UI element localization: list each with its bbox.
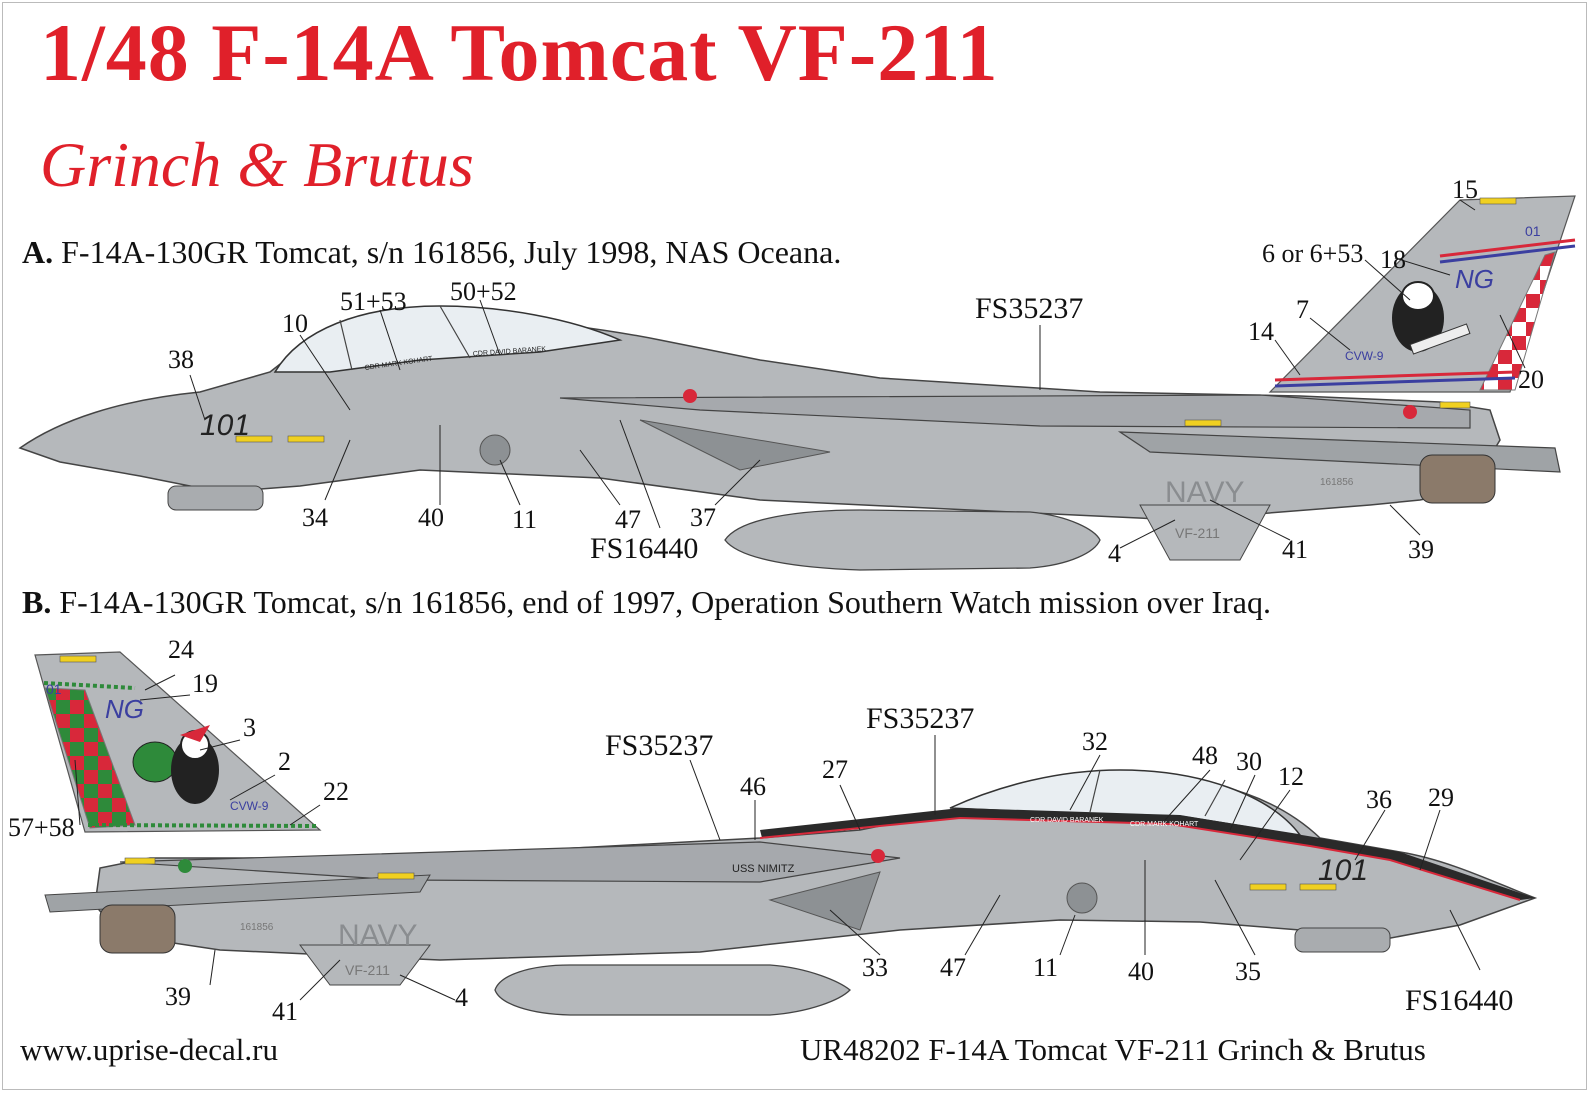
callout-number: 19 xyxy=(192,669,218,698)
color-callout: FS35237 xyxy=(866,702,974,735)
callout-number: 18 xyxy=(1380,245,1406,274)
callout-number: 7 xyxy=(1296,295,1309,324)
drop-tank-b xyxy=(494,964,851,1016)
navy-b: NAVY xyxy=(338,919,417,952)
national-insignia-a xyxy=(479,434,511,466)
drop-tank-a xyxy=(724,509,1101,571)
caption-a: A. F-14A-130GR Tomcat, s/n 161856, July … xyxy=(22,234,841,271)
brutus-emblem xyxy=(1392,281,1471,355)
wing-a xyxy=(559,394,1471,429)
callout-number: 24 xyxy=(168,635,194,664)
callout-number: 47 xyxy=(940,953,966,982)
callout-number: 20 xyxy=(1518,365,1544,394)
aircraft-b: NG 01 CVW-9 101 NAVY VF-21 xyxy=(34,651,1538,1016)
tail-modex-b: 01 xyxy=(46,681,62,697)
squadron-b: VF-211 xyxy=(345,962,390,978)
callout-number: 10 xyxy=(282,309,308,338)
callout-number: 27 xyxy=(822,755,848,784)
callout-number: 35 xyxy=(1235,957,1261,986)
color-callout: FS16440 xyxy=(590,532,698,565)
callout-number: 40 xyxy=(1128,957,1154,986)
callout-number: 32 xyxy=(1082,727,1108,756)
squadron-a: VF-211 xyxy=(1175,525,1220,541)
callout-number: 30 xyxy=(1236,747,1262,776)
callouts-a: 15 18 6 or 6+53 7 14 20 FS35237 51+53 50… xyxy=(168,175,1544,568)
canopy-b xyxy=(949,769,1302,837)
grinch-emblem xyxy=(132,725,219,804)
color-callout: FS35237 xyxy=(605,729,713,762)
callout-number: 47 xyxy=(615,505,641,534)
serial-b: 161856 xyxy=(240,922,274,933)
national-insignia-b xyxy=(1066,882,1098,914)
callout-number: 50+52 xyxy=(450,277,517,306)
callout-number: 34 xyxy=(302,503,328,532)
leader-lines xyxy=(74,199,1526,1001)
serial-a: 161856 xyxy=(1320,477,1354,488)
callout-number: 39 xyxy=(1408,535,1434,564)
caption-b: B. F-14A-130GR Tomcat, s/n 161856, end o… xyxy=(22,584,1271,621)
modex-b: 101 xyxy=(1318,854,1368,887)
footer-product: UR48202 F-14A Tomcat VF-211 Grinch & Bru… xyxy=(800,1032,1426,1067)
callout-number: 11 xyxy=(1033,953,1058,982)
navy-a: NAVY xyxy=(1165,476,1244,509)
caption-a-letter: A. xyxy=(22,234,54,270)
callouts-b: 24 19 3 2 22 57+58 FS35237 46 FS35237 27… xyxy=(8,635,1513,1026)
tail-modex-a: 01 xyxy=(1525,223,1541,239)
callout-number: 57+58 xyxy=(8,813,75,842)
callout-number: 12 xyxy=(1278,762,1304,791)
page-title: 1/48 F-14A Tomcat VF-211 xyxy=(40,7,999,98)
callout-number: 22 xyxy=(323,777,349,806)
caption-b-letter: B. xyxy=(22,584,52,620)
callout-number: 14 xyxy=(1248,317,1274,346)
tail-checks-b xyxy=(44,687,136,829)
callout-number: 48 xyxy=(1192,741,1218,770)
canopy-a xyxy=(273,305,623,373)
air-wing-b: CVW-9 xyxy=(230,799,269,813)
wing-b xyxy=(119,841,901,883)
callout-number: 39 xyxy=(165,982,191,1011)
color-callout: FS16440 xyxy=(1405,984,1513,1017)
callout-number: 37 xyxy=(690,503,716,532)
callout-number: 3 xyxy=(243,713,256,742)
tail-code-a: NG xyxy=(1455,264,1494,294)
callout-number: 2 xyxy=(278,747,291,776)
page-subtitle: Grinch & Brutus xyxy=(40,129,474,200)
callout-number: 15 xyxy=(1452,175,1478,204)
callout-number: 51+53 xyxy=(340,287,407,316)
callout-number: 29 xyxy=(1428,783,1454,812)
callout-number: 46 xyxy=(740,772,766,801)
tail-code-b: NG xyxy=(105,694,144,724)
callout-number: 38 xyxy=(168,345,194,374)
callout-number: 40 xyxy=(418,503,444,532)
pilot-name-b: CDR MARK KOHART xyxy=(1130,821,1199,828)
callout-number: 4 xyxy=(1108,539,1121,568)
caption-a-text: F-14A-130GR Tomcat, s/n 161856, July 199… xyxy=(61,234,842,270)
callout-number: 33 xyxy=(862,953,888,982)
tail-checks-a xyxy=(1479,251,1556,391)
footer-website[interactable]: www.uprise-decal.ru xyxy=(20,1032,278,1067)
callout-number: 36 xyxy=(1366,785,1392,814)
callout-number: 6 or 6+53 xyxy=(1262,239,1363,268)
aircraft-a: NG 01 CVW-9 101 NAVY VF-211 161856 CDR M xyxy=(18,195,1576,571)
rio-name-b: CDR DAVID BARANEK xyxy=(1030,817,1104,824)
ship-name-b: USS NIMITZ xyxy=(732,863,795,875)
callout-number: 41 xyxy=(1282,535,1308,564)
air-wing-a: CVW-9 xyxy=(1345,349,1384,363)
callout-number: 4 xyxy=(455,983,468,1012)
callout-number: 11 xyxy=(512,505,537,534)
caption-b-text: F-14A-130GR Tomcat, s/n 161856, end of 1… xyxy=(59,584,1271,620)
callout-number: 41 xyxy=(272,997,298,1026)
color-callout: FS35237 xyxy=(975,292,1083,325)
